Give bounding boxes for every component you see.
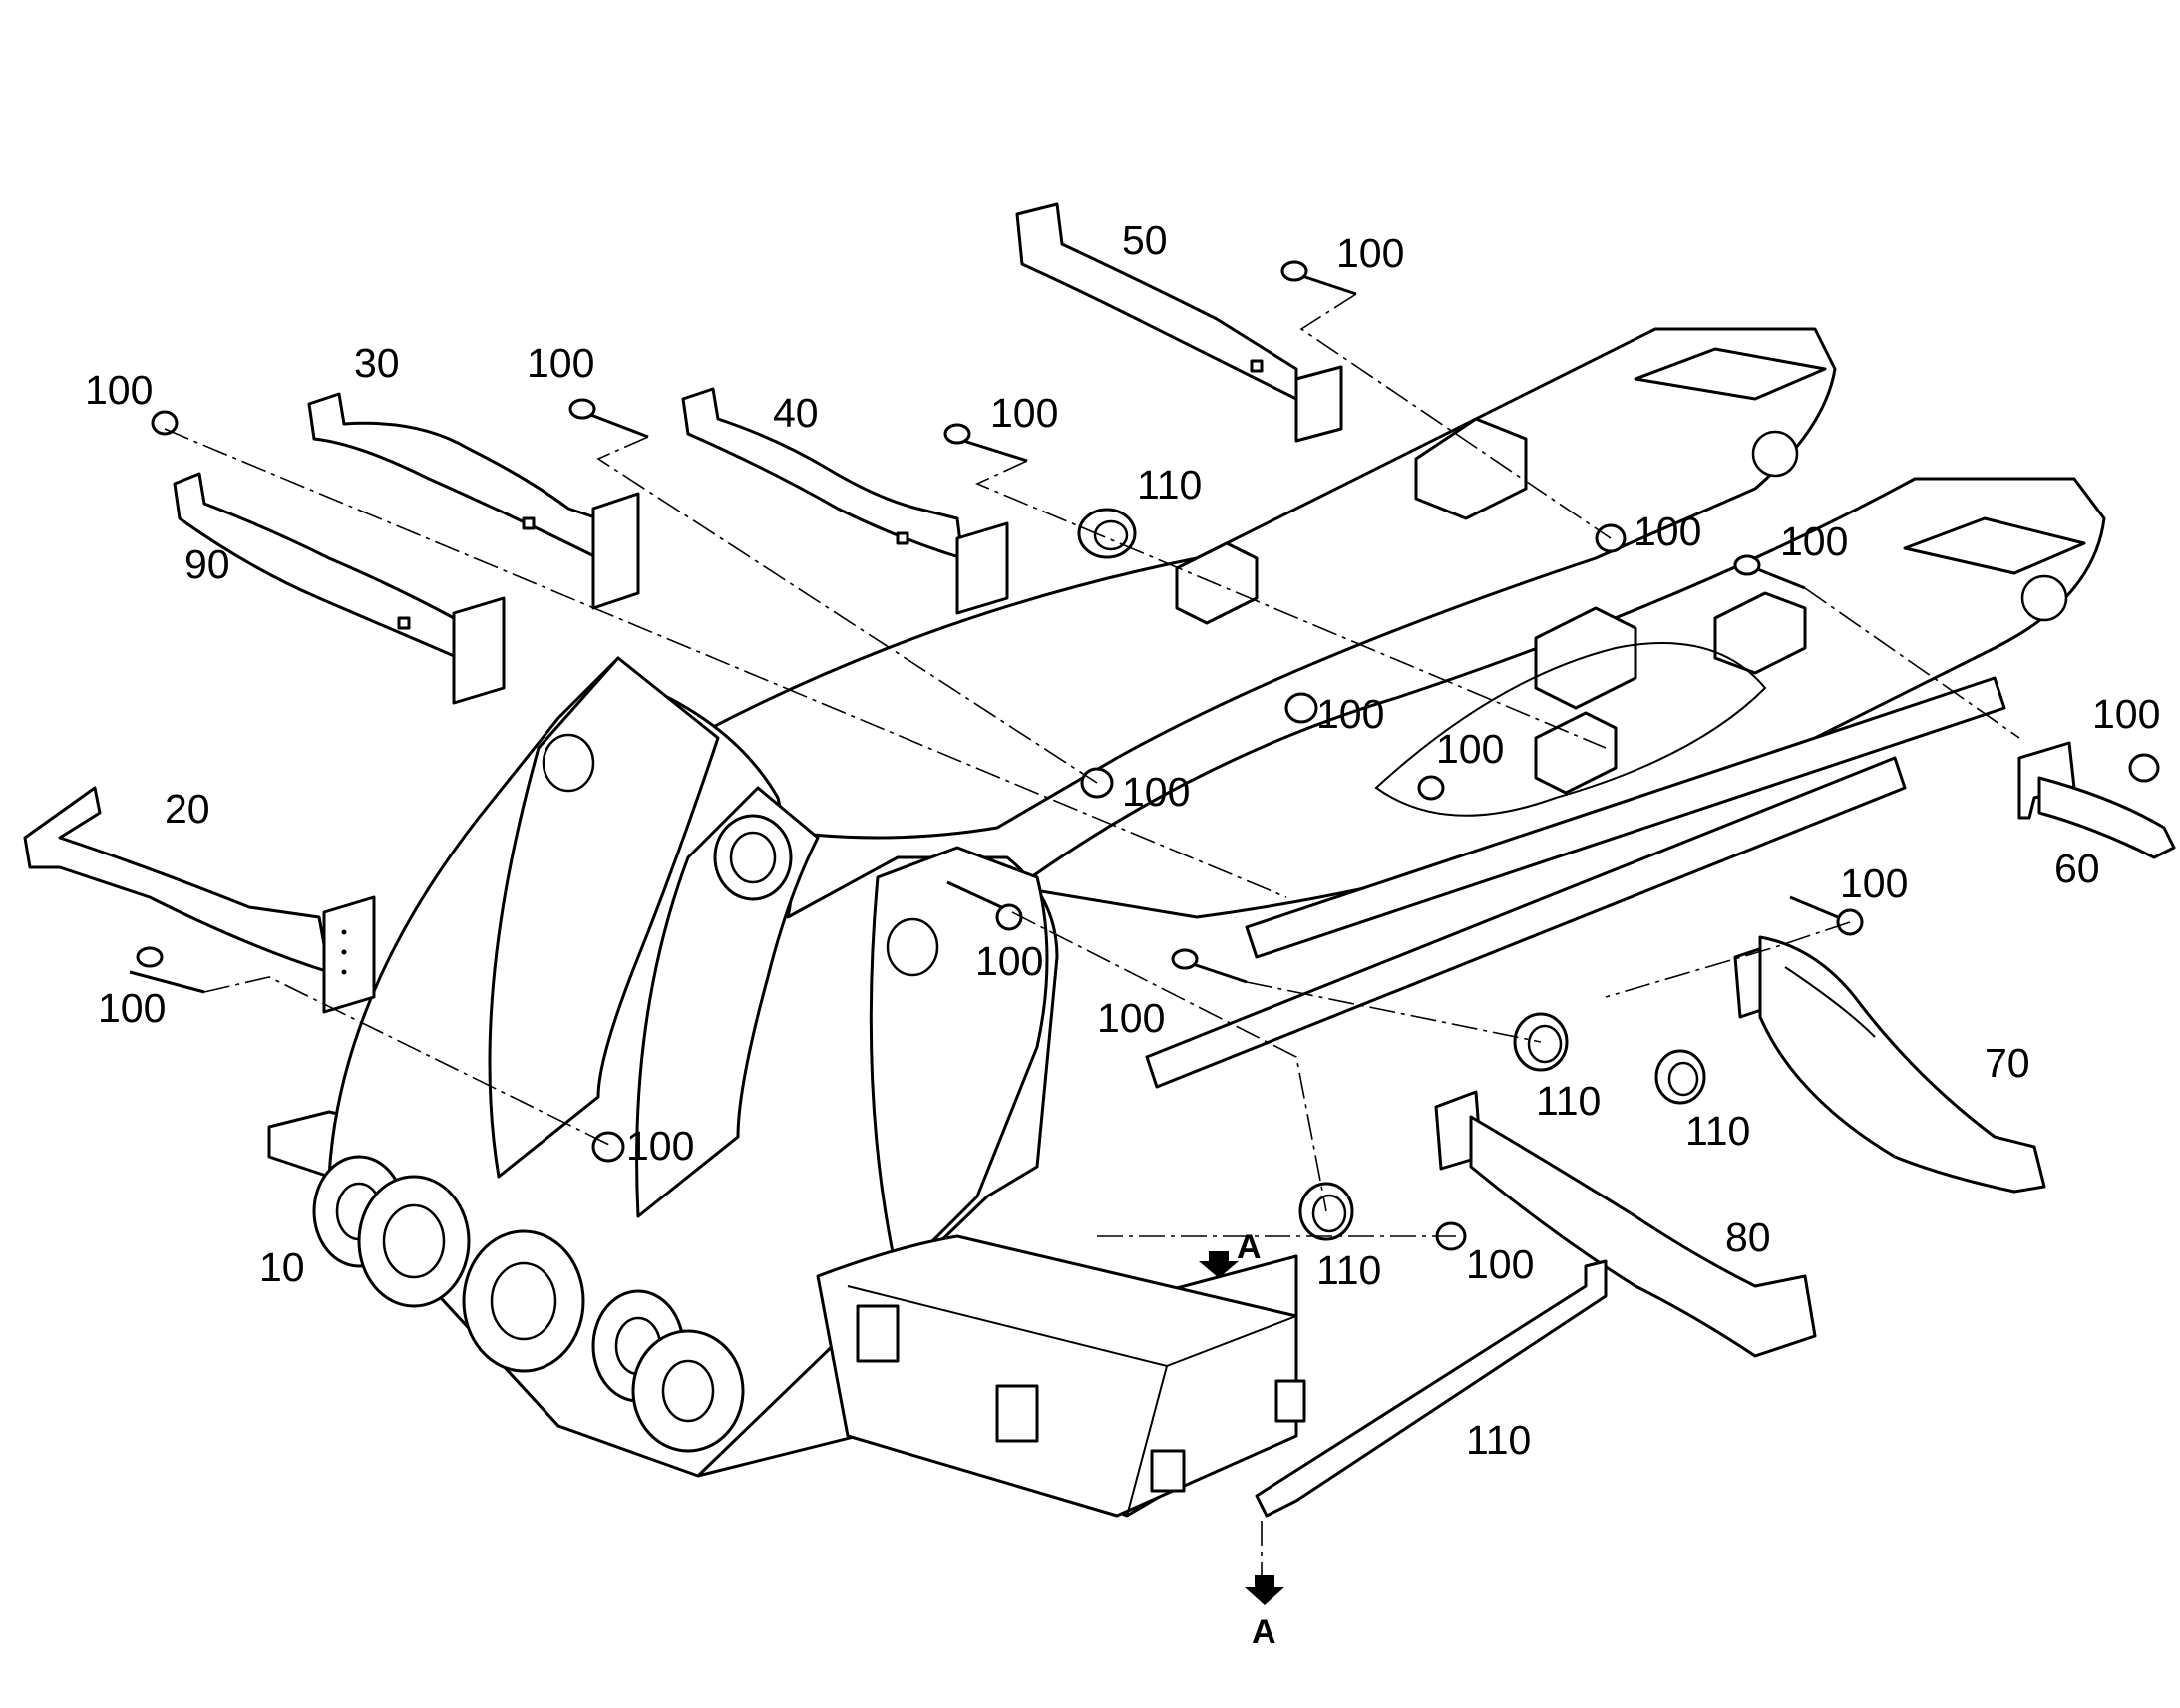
callout-100: 100: [626, 1123, 694, 1169]
callout-110: 110: [1536, 1078, 1601, 1124]
section-marker-upper: A: [1199, 1228, 1262, 1278]
section-marker-label: A: [1252, 1613, 1276, 1651]
callout-100: 100: [1780, 518, 1848, 564]
cross-member-50: [1015, 202, 1343, 443]
callout-100: 100: [85, 367, 153, 413]
assembly-lines: [164, 293, 2020, 1585]
callout-100: 100: [1634, 509, 1701, 554]
section-marker-label: A: [1237, 1228, 1262, 1266]
callout-100: 100: [975, 938, 1043, 984]
callout-80: 80: [1725, 1214, 1771, 1260]
callout-100: 100: [1840, 860, 1908, 906]
cross-member-90: [173, 472, 506, 705]
callout-110: 110: [1316, 1247, 1381, 1293]
callout-100: 100: [1097, 995, 1165, 1041]
callout-110: 110: [1466, 1417, 1531, 1463]
callout-100: 100: [1466, 1241, 1534, 1287]
callout-60: 60: [2054, 846, 2100, 891]
callout-110: 110: [1685, 1108, 1750, 1154]
callout-20: 20: [165, 786, 210, 832]
callout-100: 100: [1336, 230, 1404, 276]
callout-90: 90: [184, 541, 230, 587]
callout-10: 10: [259, 1244, 305, 1290]
strap-110: [1255, 1259, 1608, 1518]
section-marker-lower: A: [1245, 1575, 1284, 1651]
main-frame: [267, 327, 2106, 1518]
callout-40: 40: [773, 390, 819, 436]
pivot-eyes: [312, 1155, 745, 1453]
callout-100: 100: [98, 985, 166, 1031]
cross-member-80: [1434, 1090, 1817, 1358]
callout-50: 50: [1122, 217, 1168, 263]
cross-member-70: [1733, 935, 2046, 1194]
callout-100: 100: [527, 340, 594, 386]
callout-70: 70: [1985, 1040, 2030, 1086]
callout-100: 100: [990, 390, 1058, 436]
bolts: [129, 260, 2160, 1251]
cross-member-30: [307, 392, 640, 610]
callout-30: 30: [354, 340, 400, 386]
cross-member-60: [2017, 741, 2176, 859]
callout-110: 110: [1137, 462, 1202, 508]
callout-100: 100: [2092, 691, 2160, 737]
callout-labels: 10 20 30 40 50 60 70 80 90 100 100 100 1…: [85, 217, 2160, 1463]
callout-100: 100: [1316, 691, 1384, 737]
cross-member-20: [23, 786, 376, 1014]
callout-100: 100: [1122, 769, 1190, 815]
callout-100: 100: [1436, 726, 1504, 772]
cross-member-40: [681, 387, 1009, 615]
